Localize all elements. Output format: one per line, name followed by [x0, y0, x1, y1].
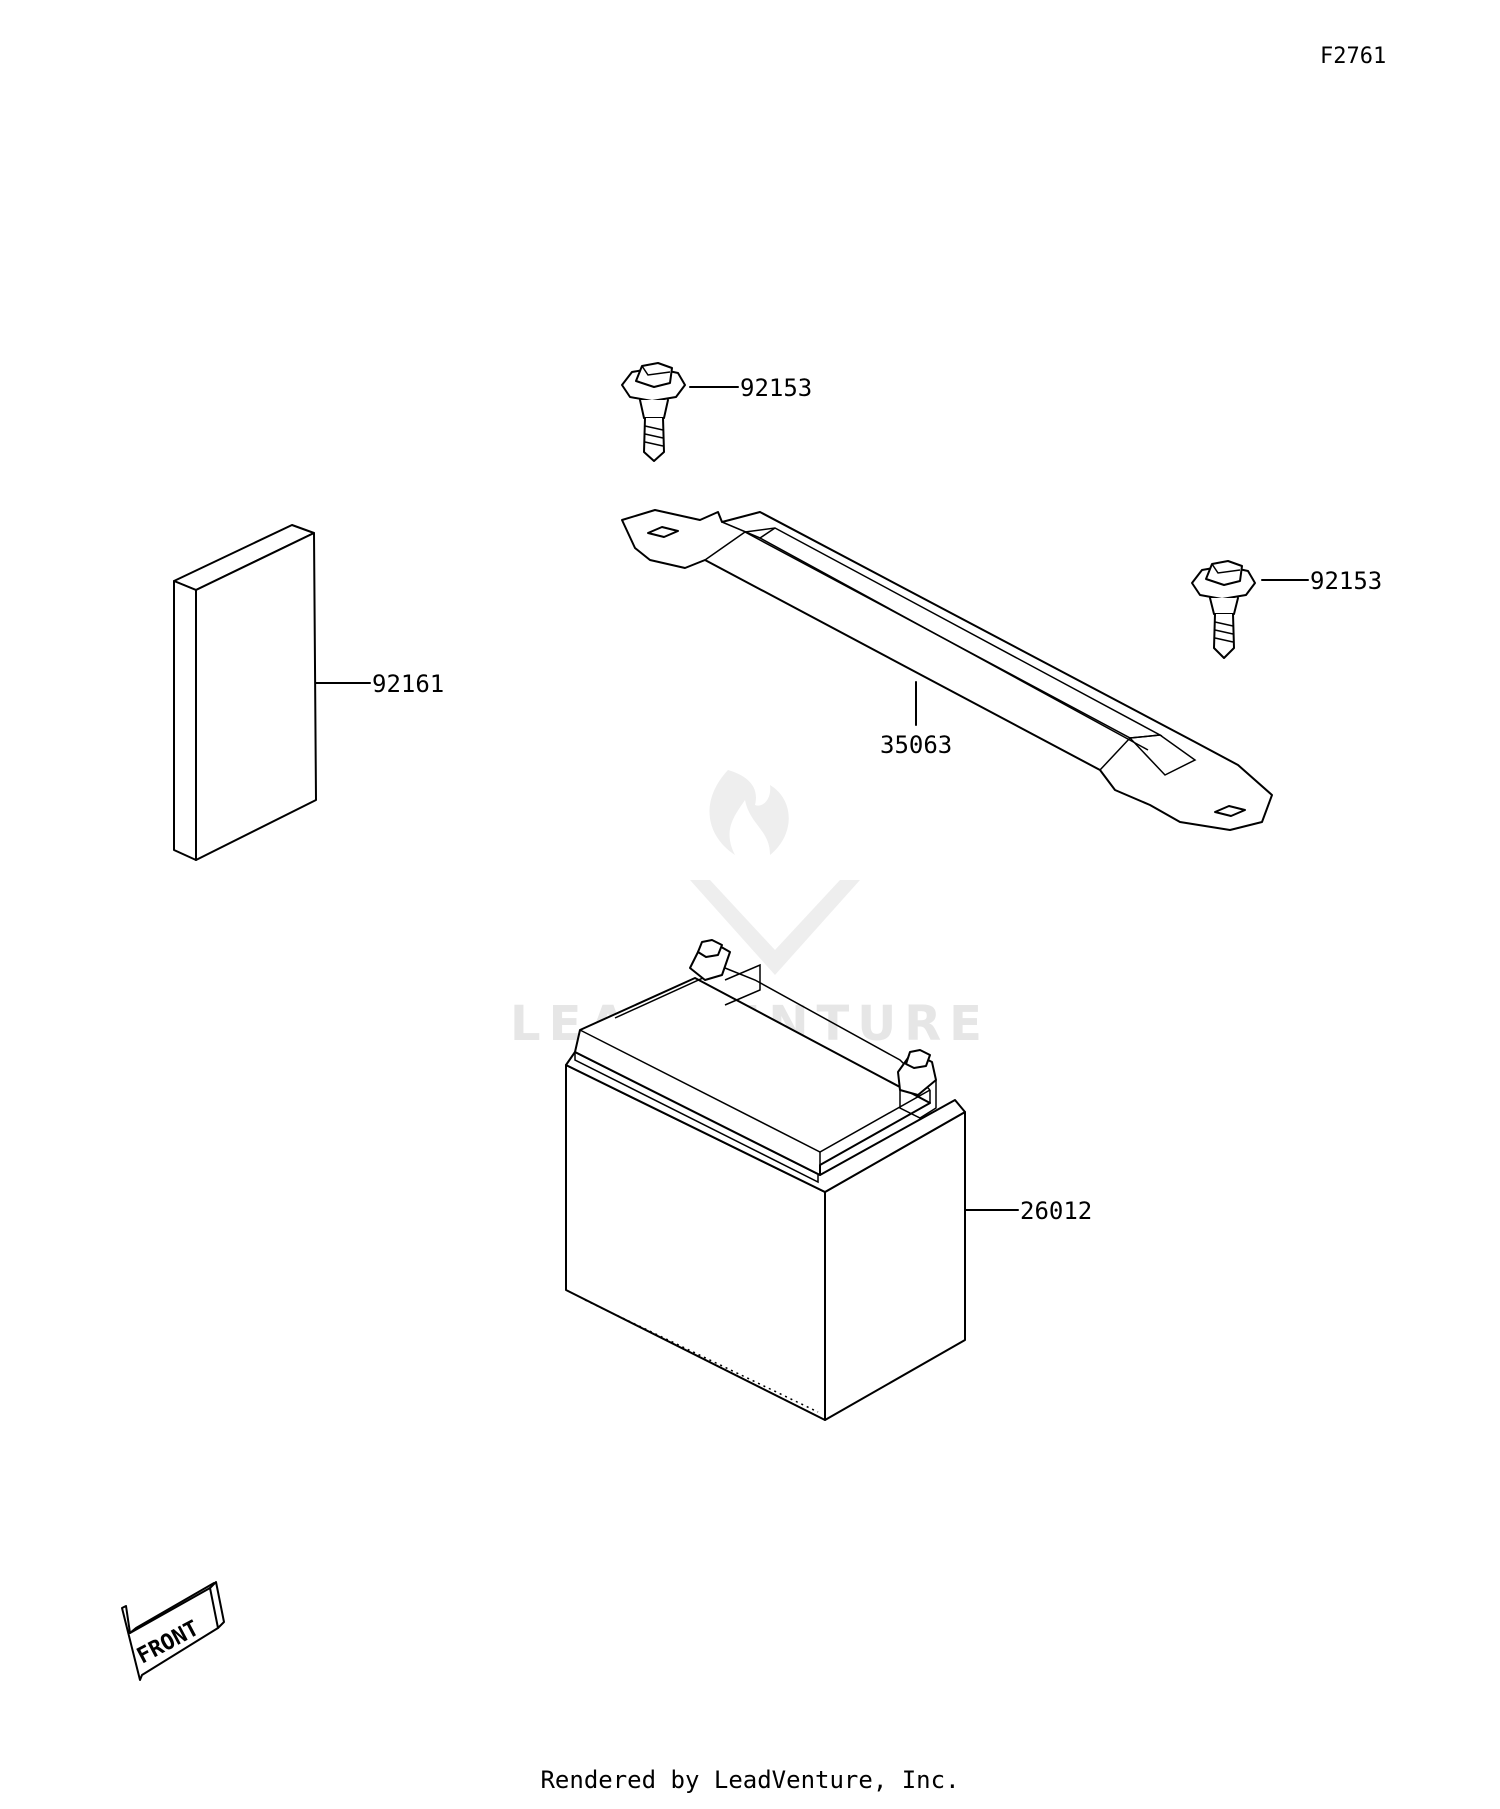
part-label-battery: 26012	[1020, 1197, 1092, 1225]
part-label-pad: 92161	[372, 670, 444, 698]
part-label-battery-strap: 35063	[880, 731, 952, 759]
bolt-right[interactable]: 92153	[1191, 560, 1382, 659]
part-label-bolt-right: 92153	[1310, 567, 1382, 595]
figure-code: F2761	[1320, 44, 1386, 69]
battery-strap[interactable]: 35063	[621, 509, 1273, 831]
render-credit: Rendered by LeadVenture, Inc.	[540, 1766, 959, 1794]
front-arrow: FRONT	[121, 1581, 225, 1681]
battery[interactable]: 26012	[565, 939, 1092, 1421]
part-label-bolt-upper: 92153	[740, 374, 812, 402]
front-arrow-icon	[121, 1587, 219, 1681]
watermark-v-icon	[690, 880, 860, 975]
bolt-upper[interactable]: 92153	[621, 362, 812, 462]
pad[interactable]: 92161	[173, 524, 444, 861]
watermark-flame-icon	[709, 770, 789, 855]
